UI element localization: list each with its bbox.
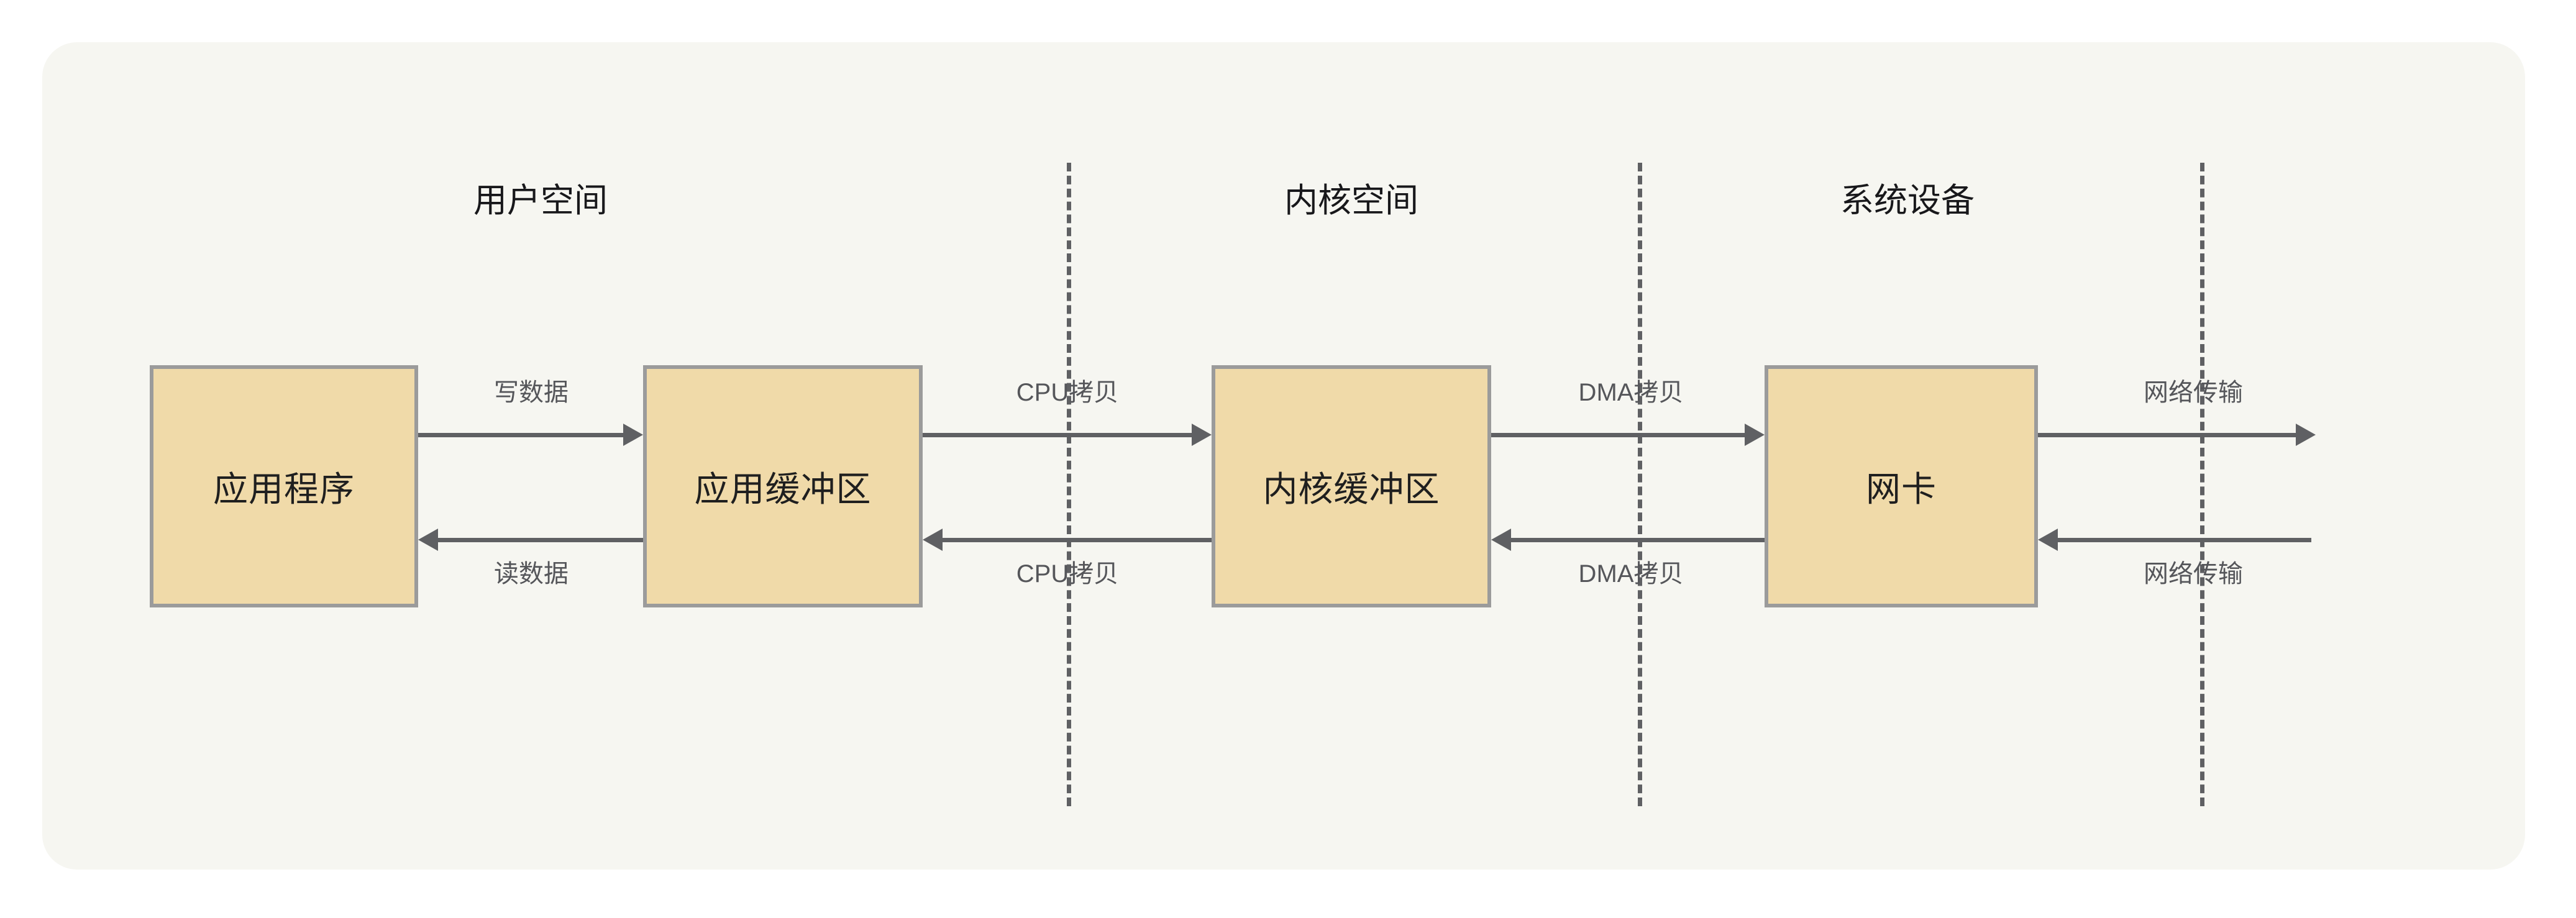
edge-label-cpu-copy-in: CPU拷贝 <box>1016 560 1119 588</box>
edge-net-recv-line <box>2058 538 2311 542</box>
edge-read-data-line <box>438 538 643 542</box>
node-nic[interactable]: 网卡 <box>1765 365 2038 607</box>
node-application-label: 应用程序 <box>213 469 355 509</box>
node-kernel-buffer-label: 内核缓冲区 <box>1263 469 1440 509</box>
node-nic-label: 网卡 <box>1866 469 1937 509</box>
node-application[interactable]: 应用程序 <box>150 365 418 607</box>
edge-cpu-copy-in-arrowhead <box>923 529 943 551</box>
edge-label-cpu-copy-out: CPU拷贝 <box>1016 379 1119 406</box>
section-title-system-device: 系统设备 <box>1840 182 1975 219</box>
section-title-kernel-space: 内核空间 <box>1284 182 1418 219</box>
edge-dma-copy-out-arrowhead <box>1745 424 1765 446</box>
divider-kernel-device <box>1638 163 1642 806</box>
node-app-buffer[interactable]: 应用缓冲区 <box>643 365 923 607</box>
edge-label-net-send: 网络传输 <box>2144 379 2243 406</box>
divider-user-kernel <box>1067 163 1071 806</box>
edge-write-data-line <box>418 433 623 437</box>
edge-dma-copy-out-line <box>1491 433 1745 437</box>
edge-write-data-arrowhead <box>623 424 643 446</box>
edge-label-write-data: 写数据 <box>494 379 569 406</box>
node-kernel-buffer[interactable]: 内核缓冲区 <box>1212 365 1491 607</box>
node-app-buffer-label: 应用缓冲区 <box>694 469 872 509</box>
divider-device-network <box>2200 163 2204 806</box>
edge-net-send-arrowhead <box>2296 424 2316 446</box>
edge-net-send-line <box>2038 433 2296 437</box>
edge-cpu-copy-out-arrowhead <box>1192 424 1212 446</box>
edge-net-recv-arrowhead <box>2038 529 2058 551</box>
section-title-user-space: 用户空间 <box>473 182 608 219</box>
edge-cpu-copy-out-line <box>923 433 1192 437</box>
edge-dma-copy-in-arrowhead <box>1491 529 1511 551</box>
edge-label-read-data: 读数据 <box>494 560 569 588</box>
edge-dma-copy-in-line <box>1511 538 1765 542</box>
edge-label-net-recv: 网络传输 <box>2144 560 2243 588</box>
edge-cpu-copy-in-line <box>943 538 1212 542</box>
edge-label-dma-copy-in: DMA拷贝 <box>1578 560 1684 588</box>
edge-label-dma-copy-out: DMA拷贝 <box>1578 379 1684 406</box>
edge-read-data-arrowhead <box>418 529 438 551</box>
